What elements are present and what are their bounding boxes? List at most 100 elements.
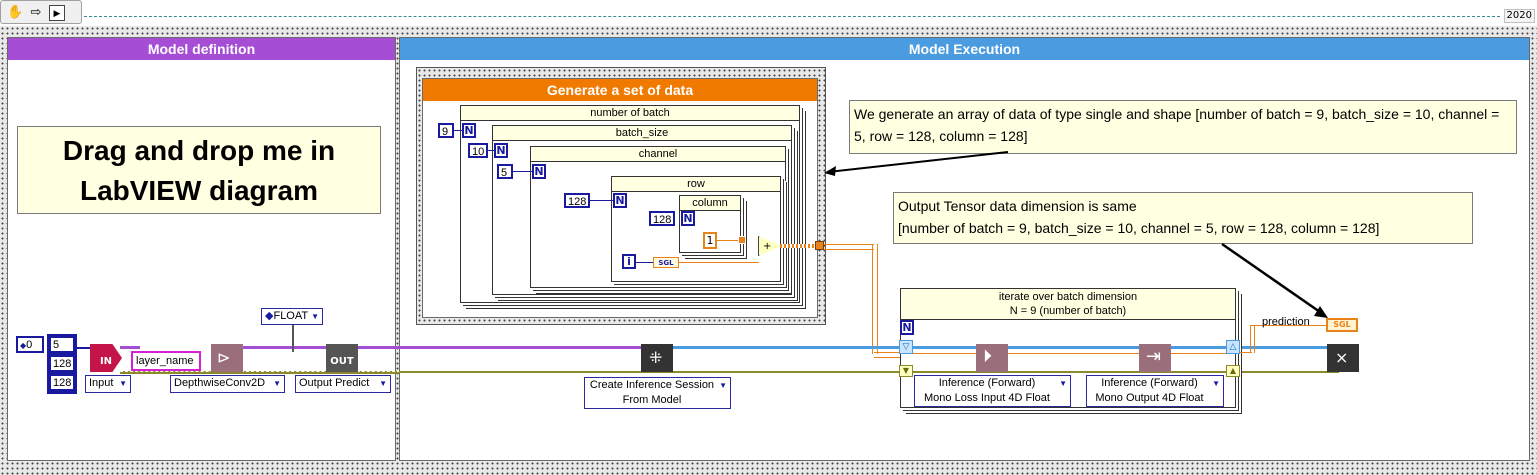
data-array-wire (824, 244, 874, 250)
shape-wire (74, 347, 90, 349)
shape-value-0[interactable]: 5 (49, 336, 75, 353)
inference2-selector[interactable]: Inference (Forward) Mono Output 4D Float (1086, 375, 1224, 407)
row-count-terminal: N (613, 193, 627, 208)
output-note-line1: Output Tensor data dimension is same (898, 198, 1137, 214)
loop-batch-size-label: batch_size (493, 126, 791, 141)
shape-value-2[interactable]: 128 (49, 374, 75, 391)
prediction-wire (1250, 325, 1326, 329)
float-wire (679, 262, 759, 263)
hand-icon[interactable]: ✋ (7, 5, 24, 20)
generate-note: We generate an array of data of type sin… (849, 100, 1517, 154)
prediction-indicator[interactable]: SGL (1326, 318, 1358, 332)
inference1-line2: Mono Loss Input 4D Float (924, 392, 1050, 404)
float-selector[interactable]: ◆FLOAT (261, 308, 323, 325)
diagram-edge (84, 16, 1500, 17)
drag-drop-note: Drag and drop me in LabVIEW diagram (17, 126, 381, 214)
loop-channel-label: channel (531, 147, 785, 162)
vi-icon[interactable]: ▶ (49, 5, 65, 21)
prediction-wire (1250, 325, 1255, 353)
prediction-wire (1240, 352, 1252, 356)
session-selector[interactable]: Create Inference Session From Model (584, 377, 731, 409)
inference1-selector[interactable]: Inference (Forward) Mono Loss Input 4D F… (914, 375, 1071, 407)
drag-drop-line1: Drag and drop me in (62, 135, 336, 166)
error-wire (120, 371, 400, 374)
layer-name-string[interactable]: layer_name (131, 351, 201, 371)
tunnel (738, 236, 746, 244)
loop-row-label: row (612, 177, 780, 192)
session-line1: Create Inference Session (589, 379, 715, 391)
batch-constant[interactable]: 9 (438, 123, 454, 138)
batch-size-constant[interactable]: 10 (468, 143, 488, 158)
iterate-line2: N = 9 (number of batch) (1009, 305, 1127, 317)
iteration-terminal: i (622, 254, 636, 269)
count-wire (512, 171, 532, 172)
model-definition-title: Model definition (8, 38, 395, 60)
count-wire (590, 200, 614, 201)
inference-output-icon: ⇥ (1146, 346, 1162, 367)
version-label: 2020 (1503, 9, 1535, 23)
session-wire-inner (900, 346, 1236, 349)
iterate-header: iterate over batch dimension N = 9 (numb… (901, 289, 1235, 320)
release-icon: ⨯ (1335, 348, 1349, 367)
float-wire (717, 240, 739, 241)
output-note-line2: [number of batch = 9, batch_size = 10, c… (898, 220, 1380, 236)
column-count-terminal: N (681, 211, 695, 226)
model-wire (399, 346, 644, 349)
count-wire (452, 130, 462, 131)
release-session-node[interactable]: ⨯ (1327, 344, 1359, 372)
iterate-count-terminal: N (900, 320, 914, 335)
data-array-wire (874, 352, 906, 358)
inference1-line1: Inference (Forward) (938, 377, 1036, 389)
to-single-node[interactable]: SGL (653, 257, 679, 268)
channel-count-terminal: N (532, 164, 546, 179)
conv-selector[interactable]: DepthwiseConv2D (170, 375, 285, 393)
model-execution-title: Model Execution (400, 38, 1529, 60)
output-tunnel (815, 241, 824, 250)
inference-output-node[interactable]: ⇥ (1139, 344, 1171, 372)
output-arrow (1221, 242, 1328, 318)
shift-register-right: △ (1226, 340, 1240, 354)
session-line2: From Model (622, 394, 682, 406)
generate-title: Generate a set of data (423, 79, 817, 101)
output-selector[interactable]: Output Predict (295, 375, 391, 393)
arrow-icon[interactable]: ⇨ (30, 5, 42, 20)
output-note: Output Tensor data dimension is same [nu… (893, 192, 1473, 244)
depthwise-conv-node[interactable]: ⊳ (211, 344, 243, 372)
input-selector[interactable]: Input (85, 375, 131, 393)
data-array-wire (872, 244, 878, 354)
loop-row: row (611, 176, 781, 282)
float-wire (292, 322, 294, 352)
model-wire (120, 346, 140, 349)
drag-drop-line2: LabVIEW diagram (79, 175, 319, 206)
index-wire (636, 262, 654, 263)
zero-constant[interactable]: ◆0 (16, 336, 44, 353)
inference-input-node[interactable]: ⏵ (976, 344, 1008, 372)
shape-value-1[interactable]: 128 (49, 355, 75, 372)
row-constant[interactable]: 128 (564, 193, 590, 208)
loop-column-label: column (680, 196, 740, 211)
output-layer-node[interactable]: OUT (326, 344, 358, 372)
count-wire (486, 150, 494, 151)
loop-batch-label: number of batch (461, 106, 799, 121)
array-wire (780, 244, 820, 248)
error-wire-inner (900, 371, 1236, 373)
toolbar: ✋ ⇨ ▶ (0, 0, 82, 24)
batch-size-count-terminal: N (494, 143, 508, 158)
one-constant[interactable]: 1 (703, 232, 717, 249)
error-wire (399, 371, 1339, 373)
generate-arrow (824, 151, 1009, 176)
model-wire (233, 346, 399, 349)
inference2-line2: Mono Output 4D Float (1095, 392, 1204, 404)
conv-icon: ⊳ (217, 348, 231, 367)
error-register-left: ▼ (899, 365, 913, 377)
channel-constant[interactable]: 5 (497, 164, 513, 179)
data-wire-inner (906, 353, 1238, 357)
column-constant[interactable]: 128 (649, 211, 675, 226)
model-definition-panel: Model definition (7, 37, 396, 461)
shift-register-left: ▽ (899, 340, 913, 354)
prediction-label: prediction (1262, 316, 1310, 328)
error-register-right: ▲ (1226, 365, 1240, 377)
iterate-line1: iterate over batch dimension (998, 291, 1138, 303)
inference2-line1: Inference (Forward) (1101, 377, 1198, 389)
create-session-node[interactable]: ⁜ (641, 344, 673, 372)
